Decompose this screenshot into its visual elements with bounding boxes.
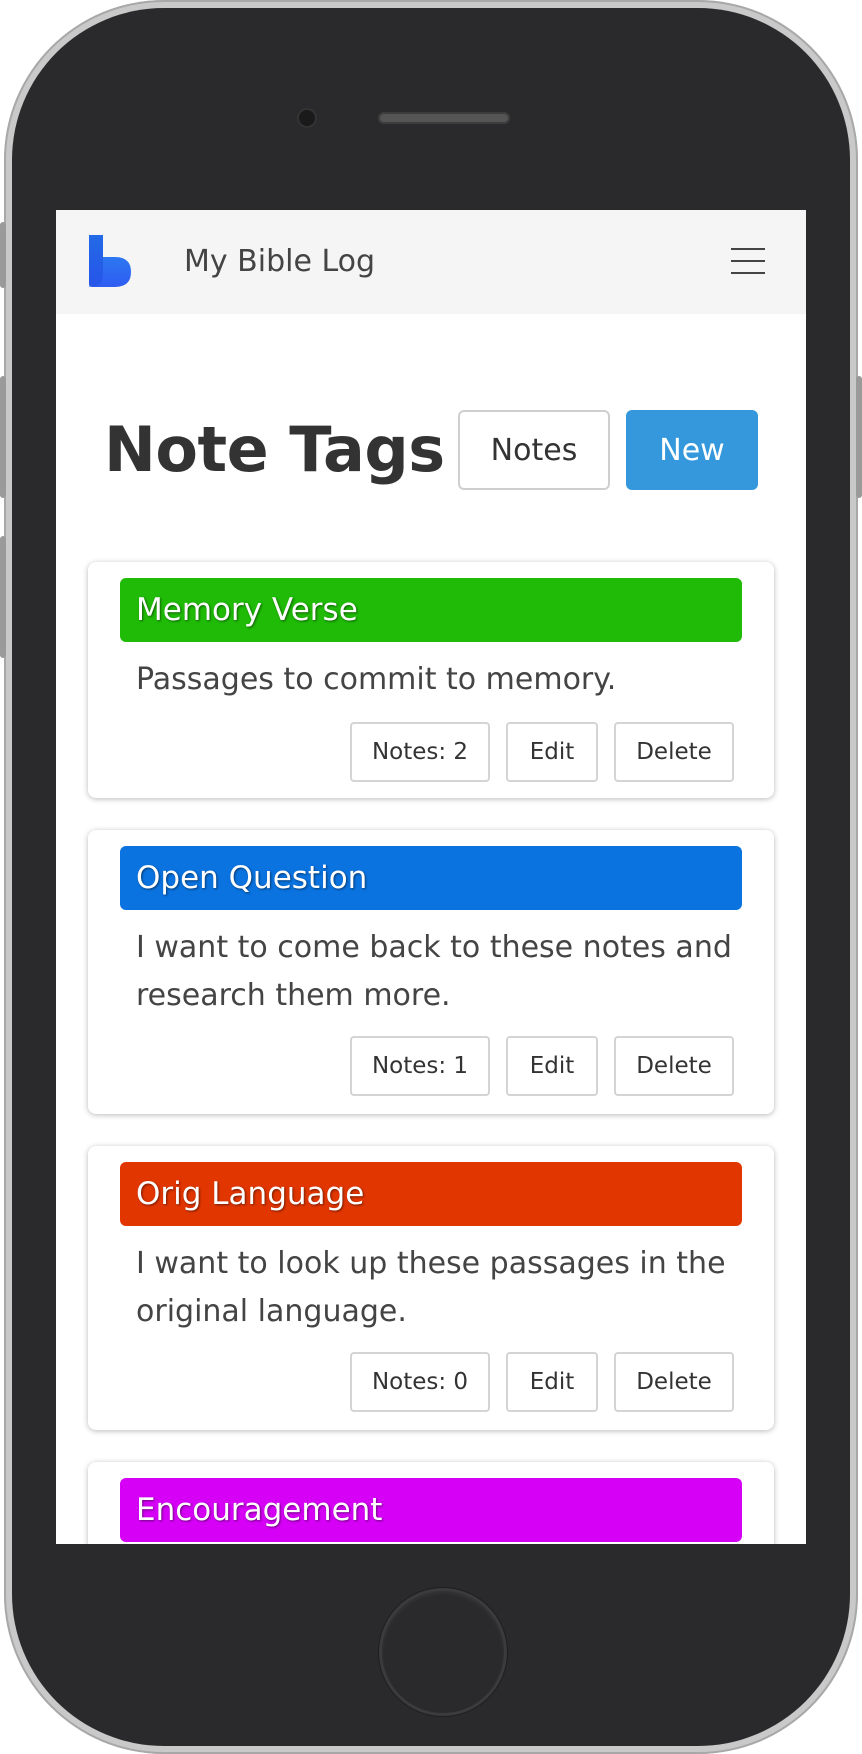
tag-name-bar: Orig Language: [120, 1162, 742, 1226]
tag-description: I want to come back to these notes and r…: [136, 930, 732, 1013]
tag-card: Orig Language I want to look up these pa…: [88, 1146, 774, 1430]
tag-card: Open Question I want to come back to the…: [88, 830, 774, 1114]
volume-up-button: [0, 376, 6, 498]
tag-edit-button[interactable]: Edit: [506, 722, 598, 782]
home-button[interactable]: [379, 1588, 507, 1716]
volume-down-button: [0, 536, 6, 658]
hamburger-menu-icon[interactable]: [731, 248, 765, 274]
tag-name-bar: Memory Verse: [120, 578, 742, 642]
tag-delete-button[interactable]: Delete: [614, 1036, 734, 1096]
tag-description: I want to look up these passages in the …: [136, 1246, 726, 1329]
tag-name-bar: Open Question: [120, 846, 742, 910]
tag-description: Passages to commit to memory.: [136, 662, 617, 697]
tag-card: Encouragement: [88, 1462, 774, 1544]
tag-notes-count-button[interactable]: Notes: 1: [350, 1036, 490, 1096]
tag-notes-count-button[interactable]: Notes: 0: [350, 1352, 490, 1412]
tag-delete-button[interactable]: Delete: [614, 1352, 734, 1412]
page-title: Note Tags: [104, 413, 445, 486]
tag-card: Memory Verse Passages to commit to memor…: [88, 562, 774, 798]
bible-log-logo-icon[interactable]: [89, 235, 131, 287]
tag-edit-button[interactable]: Edit: [506, 1352, 598, 1412]
mute-switch: [0, 222, 6, 288]
tag-delete-button[interactable]: Delete: [614, 722, 734, 782]
tag-name-bar: Encouragement: [120, 1478, 742, 1542]
navbar: My Bible Log: [56, 210, 806, 314]
tag-notes-count-button[interactable]: Notes: 2: [350, 722, 490, 782]
new-tag-button[interactable]: New: [626, 410, 758, 490]
app-title[interactable]: My Bible Log: [184, 244, 376, 279]
front-camera: [299, 110, 315, 126]
earpiece-speaker: [378, 112, 510, 124]
app-screen: My Bible Log Note Tags Notes New Memory …: [56, 210, 806, 1544]
power-button: [856, 376, 862, 498]
tag-edit-button[interactable]: Edit: [506, 1036, 598, 1096]
notes-button[interactable]: Notes: [458, 410, 610, 490]
